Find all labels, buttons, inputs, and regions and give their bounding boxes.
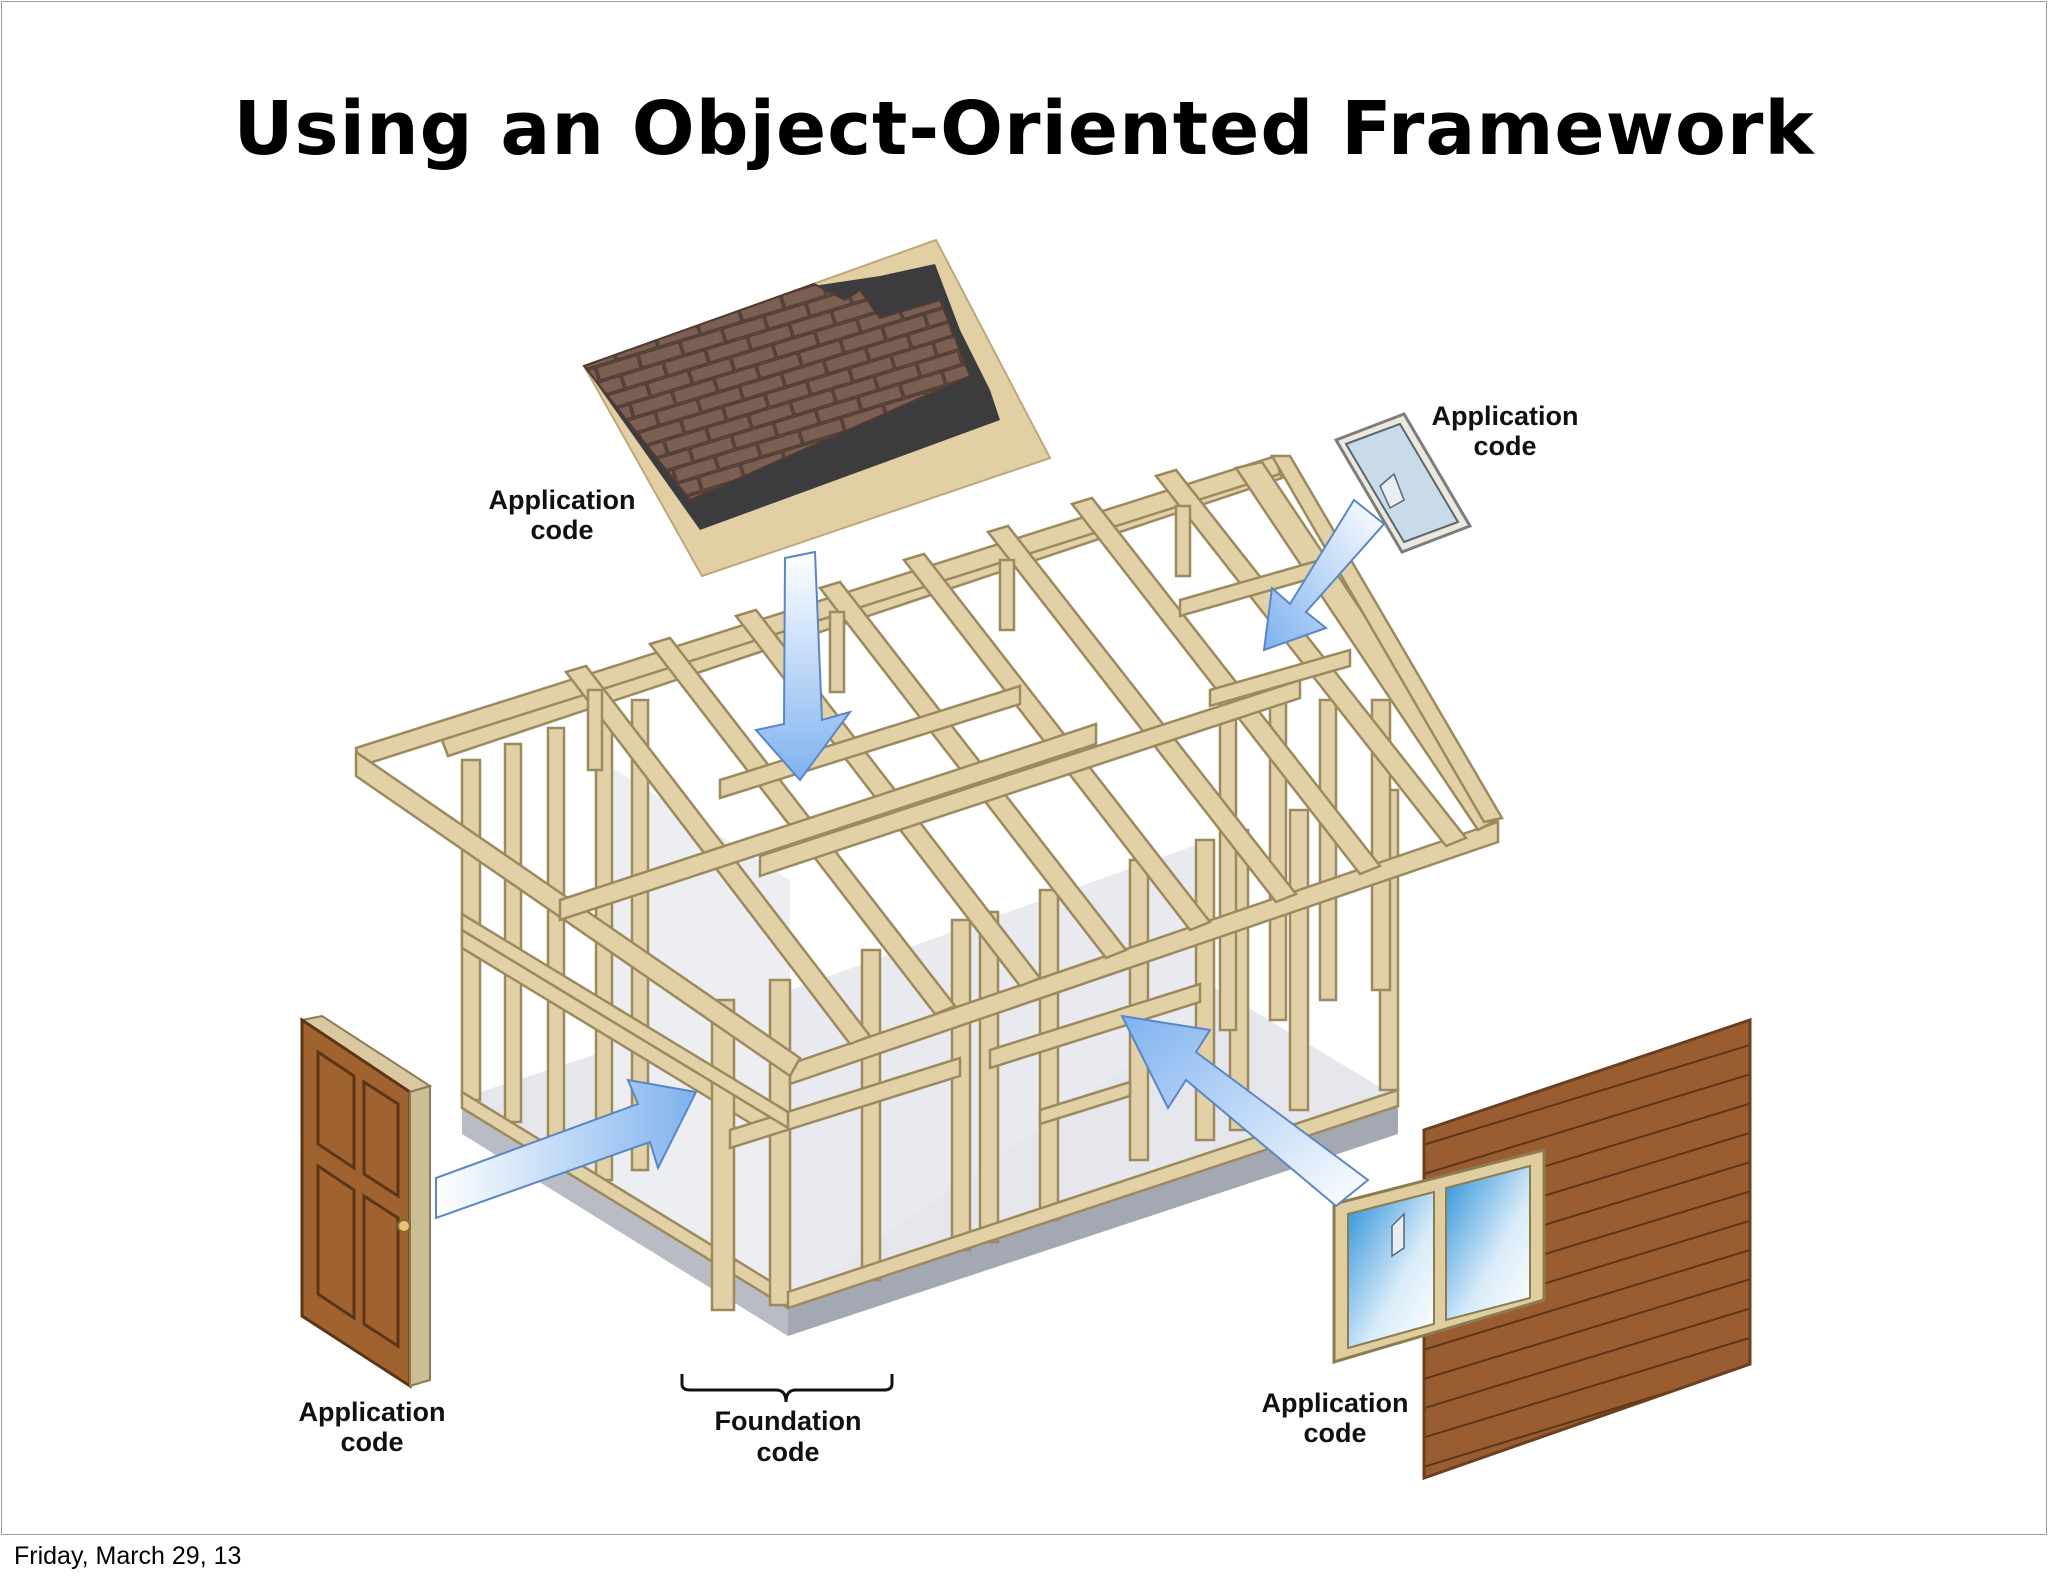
label-siding-line1: Application: [1262, 1388, 1409, 1418]
siding-window: [1332, 1148, 1546, 1365]
label-door-line2: code: [340, 1427, 403, 1457]
footer-date: Friday, March 29, 13: [14, 1542, 242, 1570]
roof-framing: [354, 454, 1504, 1086]
label-top-window: Application code: [1432, 401, 1579, 461]
label-roof-line2: code: [530, 515, 593, 545]
siding-arrow: [1120, 1014, 1370, 1208]
roof-arrow: [754, 550, 853, 782]
roof-panel: [582, 238, 1052, 578]
label-roof-line1: Application: [489, 485, 636, 515]
top-window-panel: [1333, 412, 1473, 554]
label-roof: Application code: [489, 485, 636, 545]
door-arrow: [435, 1078, 698, 1220]
top-window-arrow: [1262, 498, 1386, 652]
label-foundation-line2: code: [756, 1437, 819, 1467]
label-door-line1: Application: [299, 1397, 446, 1427]
label-top-window-line1: Application: [1432, 401, 1579, 431]
label-foundation-line1: Foundation: [715, 1406, 862, 1436]
label-foundation: Foundation code: [715, 1406, 862, 1467]
label-top-window-line2: code: [1473, 431, 1536, 461]
label-siding-line2: code: [1303, 1418, 1366, 1448]
slide-title: Using an Object-Oriented Framework: [233, 86, 1815, 172]
siding-panel: [1422, 1017, 1752, 1481]
label-siding: Application code: [1262, 1388, 1409, 1448]
foundation-brace: [680, 1374, 894, 1403]
label-door: Application code: [299, 1397, 446, 1457]
door-panel: [299, 1014, 433, 1389]
